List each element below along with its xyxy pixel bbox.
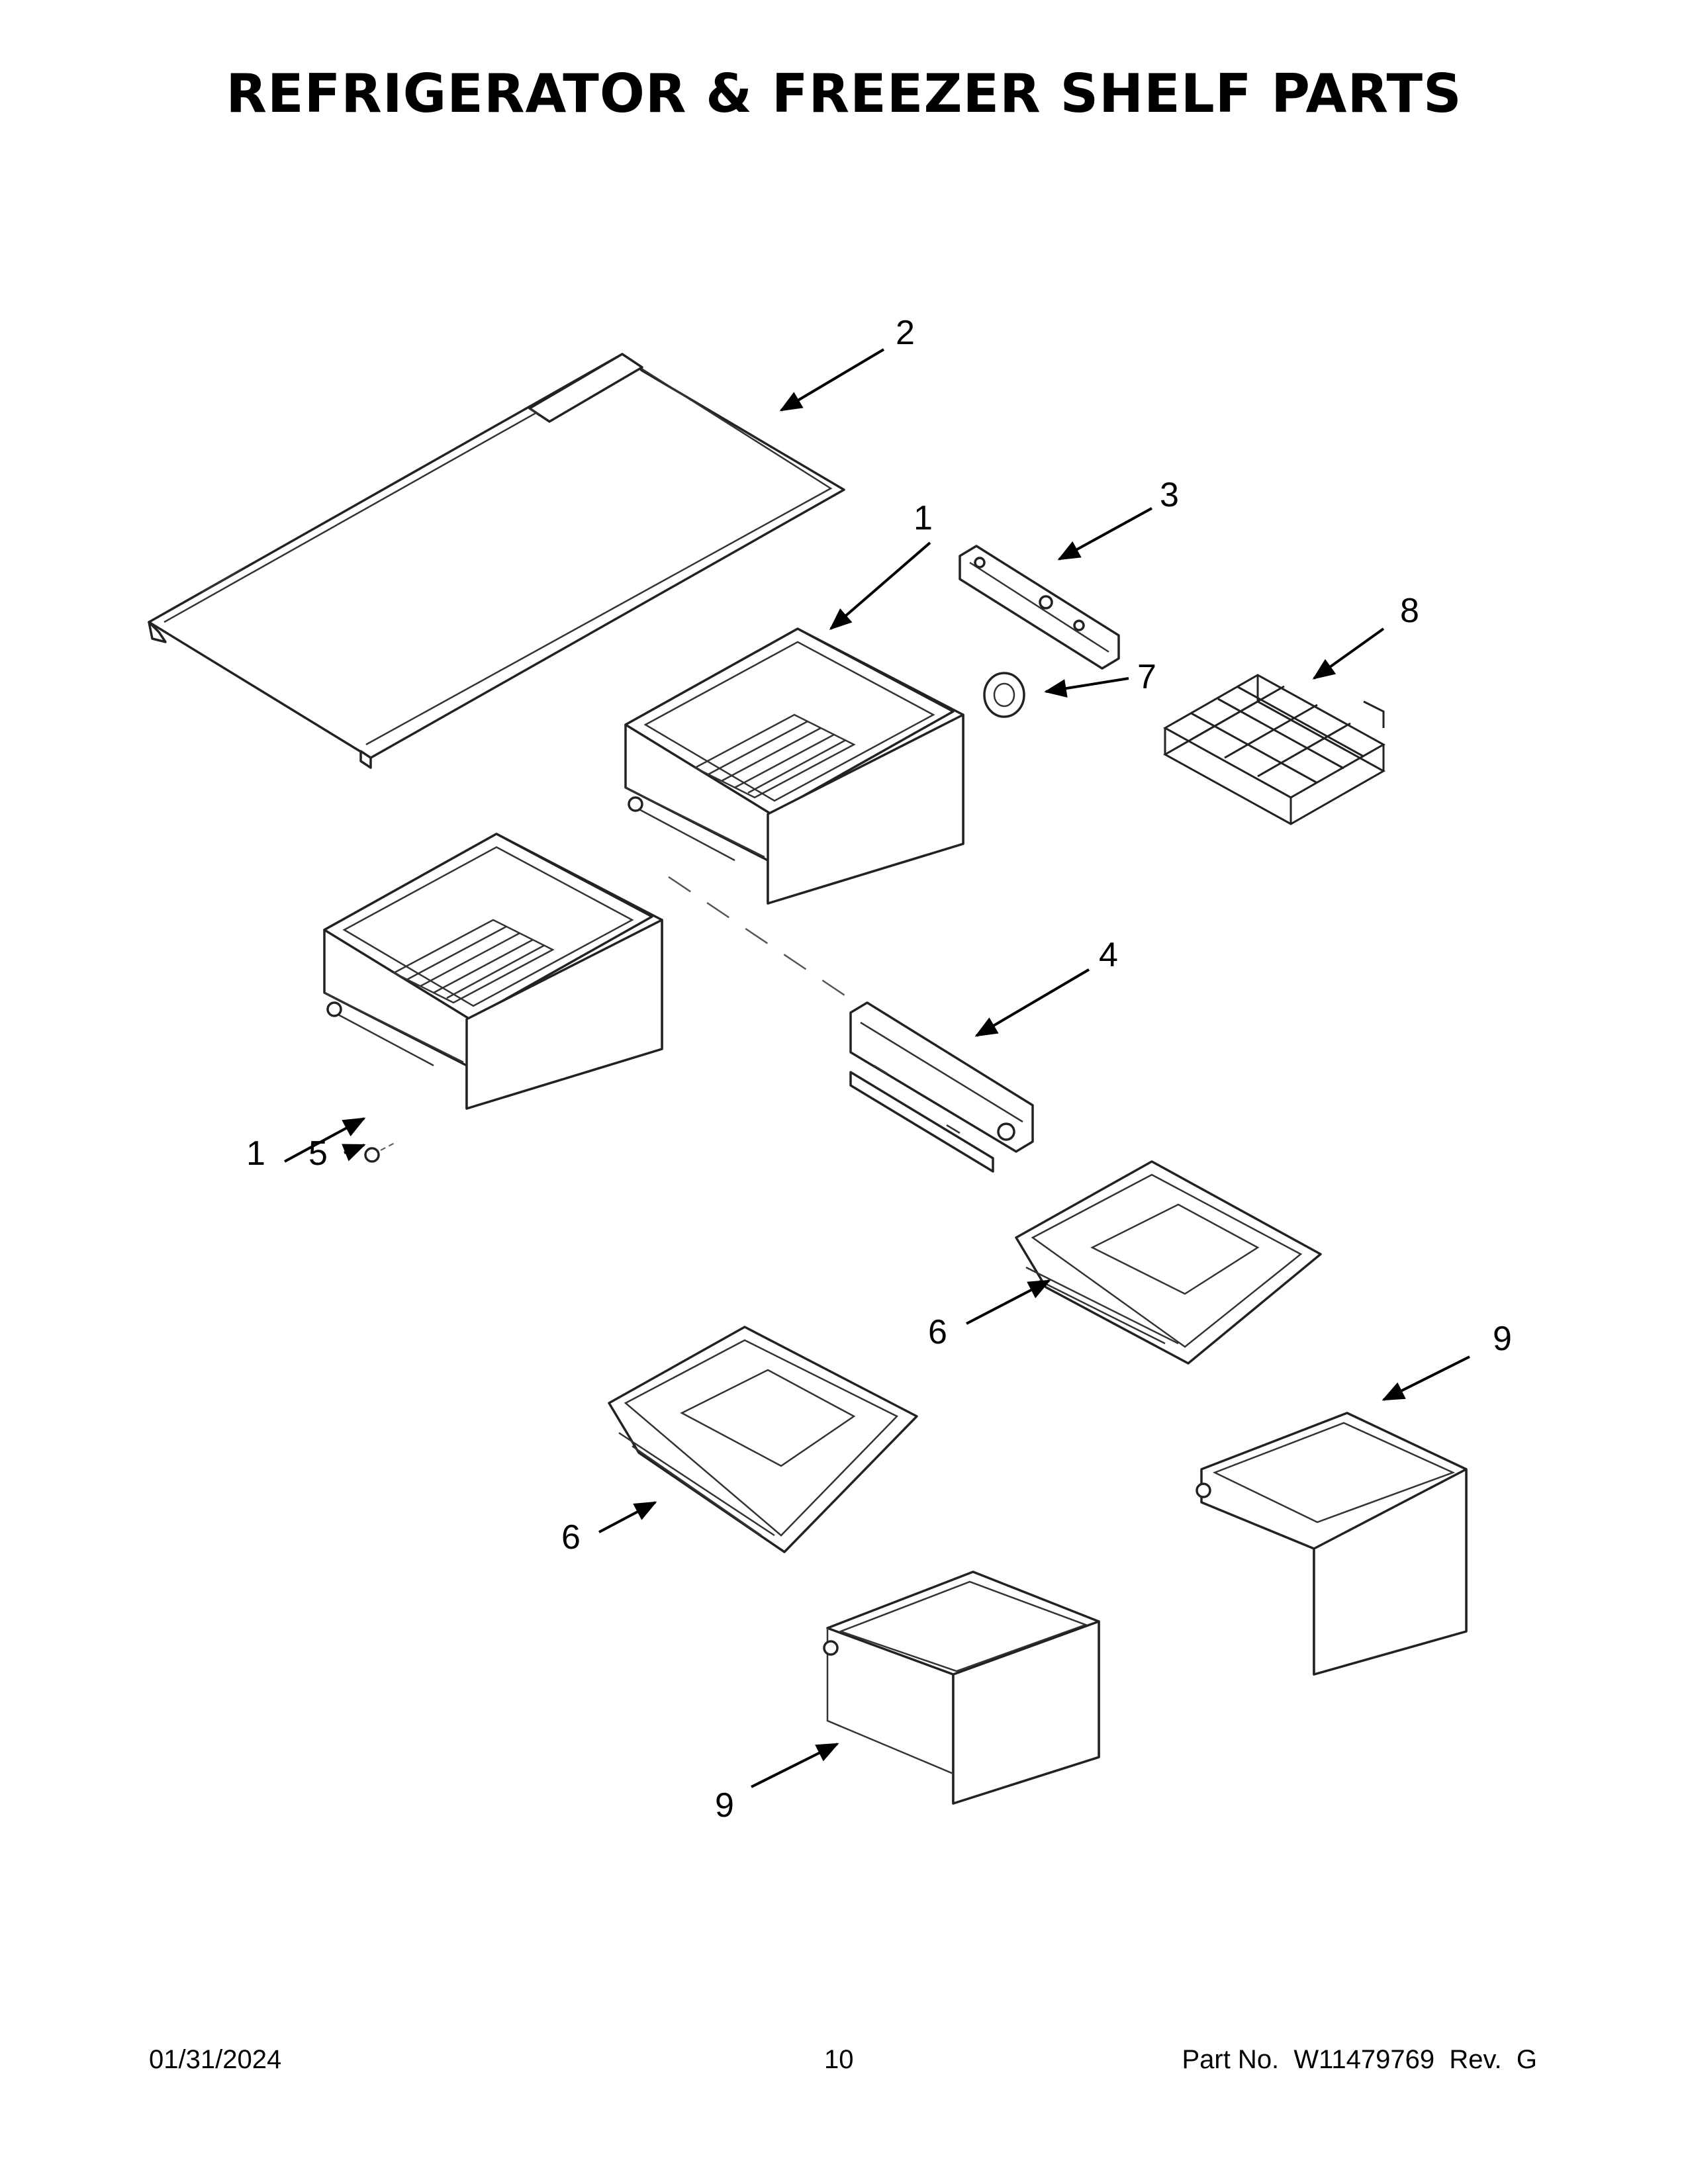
footer-date: 01/31/2024 <box>149 2045 282 2074</box>
callout-4: 4 <box>1099 936 1118 974</box>
callout-3: 3 <box>1160 476 1179 514</box>
callout-labels: 1 1 2 3 4 5 6 6 7 8 9 9 <box>246 314 1512 1825</box>
footer-part-number: Part No. W11479769 Rev. G <box>1182 2045 1537 2074</box>
wire-basket-part <box>1162 674 1386 825</box>
callout-2: 2 <box>896 314 915 352</box>
freezer-bin-right-part <box>1196 1412 1468 1676</box>
callout-6-upper: 6 <box>928 1313 947 1351</box>
callout-9-right: 9 <box>1493 1320 1512 1358</box>
freezer-bin-left-part <box>823 1570 1100 1805</box>
callout-5: 5 <box>308 1134 328 1173</box>
callout-1-lower: 1 <box>246 1134 265 1173</box>
callout-9-left: 9 <box>715 1786 734 1825</box>
callout-6-lower: 6 <box>561 1518 581 1557</box>
page-title: REFRIGERATOR & FREEZER SHELF PARTS <box>226 63 1462 124</box>
callout-1-upper: 1 <box>914 499 933 537</box>
callout-8: 8 <box>1400 592 1419 630</box>
callout-arrows <box>284 348 1470 1788</box>
roller-wheel-part <box>983 672 1025 718</box>
callout-7: 7 <box>1137 658 1156 696</box>
drawer-slide-assembly-part <box>849 1001 1034 1173</box>
crisper-drawer-lower-part <box>323 833 663 1110</box>
freezer-basket-lower-part <box>608 1326 918 1553</box>
freezer-basket-upper-part <box>1015 1160 1322 1365</box>
crisper-drawer-upper-part <box>624 627 964 905</box>
fastener-part <box>364 1147 380 1163</box>
glass-shelf-part <box>148 353 845 769</box>
drawer-bracket-part <box>959 545 1120 670</box>
footer-page-number: 10 <box>824 2045 854 2074</box>
